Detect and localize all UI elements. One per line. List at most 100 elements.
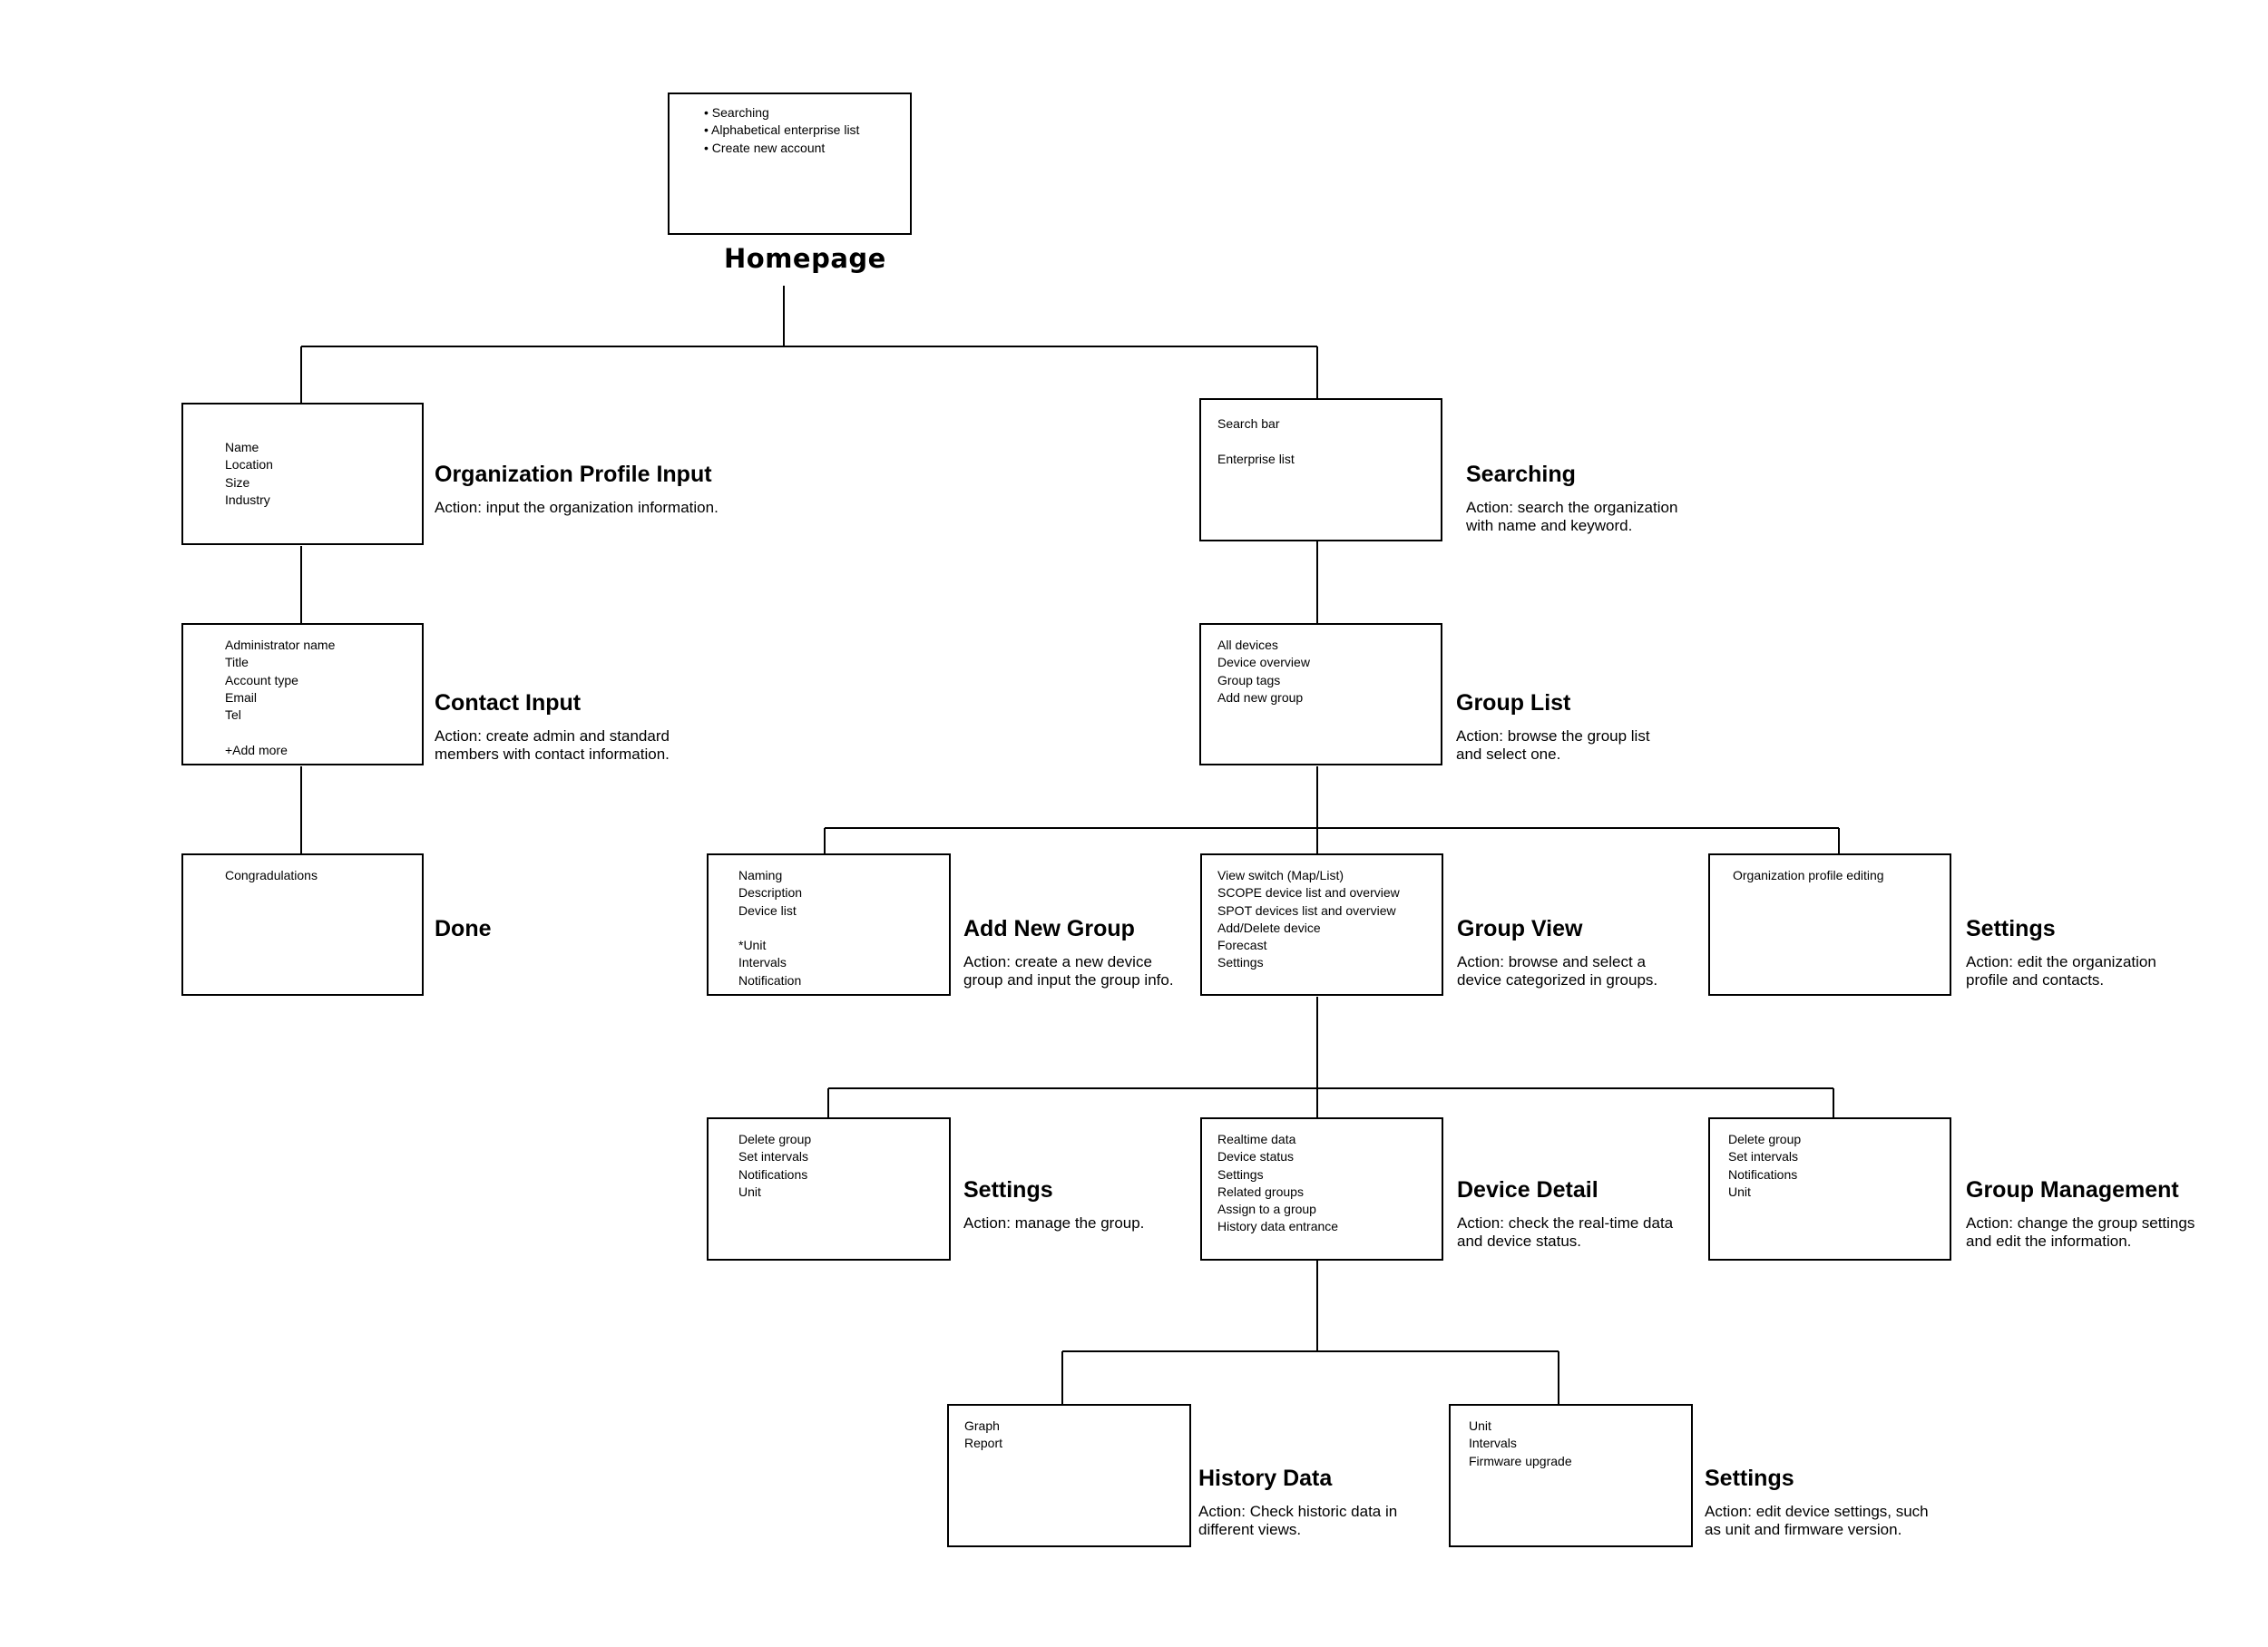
- list-item: Unit: [1728, 1184, 1751, 1199]
- list-item: SCOPE device list and overview: [1217, 885, 1400, 901]
- list-item: Add/Delete device: [1217, 920, 1321, 935]
- settings-device-box: Unit Intervals Firmware upgrade: [1449, 1404, 1693, 1547]
- settings-device-label: Settings Action: edit device settings, s…: [1705, 1465, 1929, 1538]
- list-item: Report: [964, 1436, 1003, 1451]
- list-item: Unit: [1469, 1418, 1491, 1433]
- list-item: Intervals: [1469, 1436, 1517, 1451]
- add-group-label: Add New Group Action: create a new devic…: [963, 915, 1174, 989]
- node-title: Settings: [1966, 916, 2056, 941]
- node-title: Organization Profile Input: [435, 462, 712, 487]
- node-title: Group View: [1457, 916, 1583, 941]
- done-box: Congradulations: [181, 853, 424, 996]
- connector-device: [1061, 1261, 1559, 1404]
- node-title: Searching: [1466, 462, 1576, 487]
- list-item: Organization profile editing: [1733, 868, 1884, 882]
- add-group-box: Naming Description Device list *Unit Int…: [707, 853, 951, 996]
- list-item: Settings: [1217, 1166, 1264, 1182]
- list-item: Settings: [1217, 955, 1264, 970]
- connector-home: [300, 286, 1318, 403]
- settings-group-label: Settings Action: manage the group.: [963, 1176, 1144, 1233]
- node-title: Settings: [1705, 1466, 1794, 1491]
- list-item: +Add more: [225, 742, 288, 757]
- list-item: Group tags: [1217, 672, 1281, 687]
- list-item: Forecast: [1217, 938, 1267, 953]
- list-item: Assign to a group: [1217, 1202, 1316, 1217]
- list-item: Set intervals: [1728, 1149, 1799, 1165]
- homepage-item: • Alphabetical enterprise list: [704, 122, 860, 138]
- list-item: Device list: [738, 902, 797, 918]
- list-item: Congradulations: [225, 868, 318, 882]
- history-label: History Data Action: Check historic data…: [1198, 1465, 1397, 1538]
- node-action: Action: input the organization informati…: [435, 499, 719, 516]
- group-list-box: All devices Device overview Group tags A…: [1199, 623, 1442, 765]
- list-spacer: [1217, 433, 1441, 450]
- connector-groups: [824, 766, 1840, 853]
- list-item: Delete group: [738, 1132, 812, 1146]
- list-item: Graph: [964, 1418, 1000, 1433]
- list-item: Delete group: [1728, 1132, 1802, 1146]
- list-item: Notification: [738, 972, 802, 988]
- list-item: Unit: [738, 1184, 761, 1199]
- homepage-item: • Searching: [704, 105, 769, 120]
- node-title: History Data: [1198, 1466, 1333, 1491]
- homepage-title: Homepage: [724, 243, 886, 274]
- homepage-box: • Searching • Alphabetical enterprise li…: [668, 93, 912, 235]
- homepage-item: • Create new account: [704, 140, 826, 155]
- list-item: Tel: [225, 707, 241, 723]
- list-item: Realtime data: [1217, 1132, 1296, 1146]
- device-detail-label: Device Detail Action: check the real-tim…: [1457, 1176, 1673, 1250]
- org-profile-box: Name Location Size Industry: [181, 403, 424, 545]
- list-item: *Unit: [738, 938, 767, 953]
- list-item: Device status: [1217, 1149, 1295, 1165]
- list-item: Add new group: [1217, 689, 1304, 705]
- list-item: Naming: [738, 868, 783, 882]
- group-list-label: Group List Action: browse the group list…: [1456, 689, 1650, 763]
- list-item: All devices: [1217, 638, 1278, 652]
- searching-box: Search bar Enterprise list: [1199, 398, 1442, 541]
- node-title: Group List: [1456, 690, 1571, 716]
- list-item: Name: [225, 440, 259, 454]
- list-item: Related groups: [1217, 1184, 1304, 1199]
- node-title: Group Management: [1966, 1177, 2179, 1203]
- contact-label: Contact Input Action: create admin and s…: [435, 689, 670, 763]
- connector-groupview: [827, 997, 1834, 1117]
- list-item: Set intervals: [738, 1149, 809, 1165]
- device-detail-box: Realtime data Device status Settings Rel…: [1200, 1117, 1443, 1261]
- list-item: Administrator name: [225, 638, 336, 652]
- node-title: Device Detail: [1457, 1177, 1598, 1203]
- org-profile-label: Organization Profile Input Action: input…: [435, 461, 719, 517]
- list-item: Notifications: [1728, 1166, 1798, 1182]
- searching-label: Searching Action: search the organizatio…: [1466, 461, 1677, 534]
- list-item: Location: [225, 457, 273, 473]
- group-view-box: View switch (Map/List) SCOPE device list…: [1200, 853, 1443, 996]
- settings-group-box: Delete group Set intervals Notifications…: [707, 1117, 951, 1261]
- list-item: Description: [738, 885, 803, 901]
- list-item: Industry: [225, 492, 270, 507]
- list-item: Enterprise list: [1217, 451, 1295, 466]
- list-spacer: [225, 724, 422, 741]
- settings-org-box: Organization profile editing: [1708, 853, 1951, 996]
- node-title: Settings: [963, 1177, 1053, 1203]
- node-action: Action: manage the group.: [963, 1214, 1145, 1232]
- group-mgmt-label: Group Management Action: change the grou…: [1966, 1176, 2195, 1250]
- node-title: Done: [435, 916, 492, 941]
- list-item: Account type: [225, 672, 298, 687]
- list-spacer: [738, 920, 949, 937]
- list-item: View switch (Map/List): [1217, 868, 1344, 882]
- list-item: Notifications: [738, 1166, 808, 1182]
- list-item: SPOT devices list and overview: [1217, 902, 1396, 918]
- list-item: Search bar: [1217, 416, 1280, 431]
- list-item: History data entrance: [1217, 1219, 1339, 1234]
